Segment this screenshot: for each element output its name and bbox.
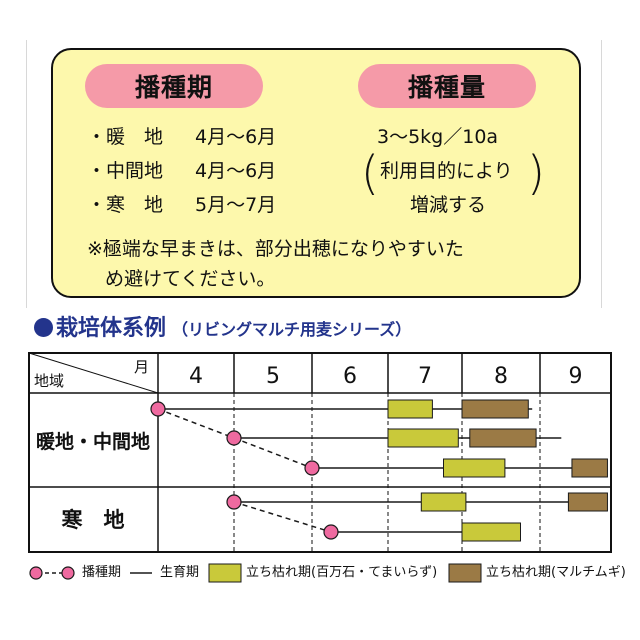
left-paren: (	[361, 146, 379, 200]
sowing-amount-value: 3～5kg／10a	[377, 126, 499, 148]
amount-note-line1: 利用目的により	[380, 160, 513, 182]
sowing-connector-line	[233, 437, 313, 469]
region-cold-name: ・寒 地	[87, 194, 164, 216]
corner-region-label: 地域	[34, 372, 64, 390]
legend: 播種期 生育期 立ち枯れ期(百万石・てまいらず) 立ち枯れ期(マルチムギ)	[28, 562, 628, 586]
growth-legend-icon	[130, 572, 152, 574]
sowing-marker	[226, 430, 242, 446]
sowing-period-title: 播種期	[85, 64, 263, 108]
schedule-row	[158, 399, 533, 419]
sowing-marker	[304, 460, 320, 476]
section-title-text: 栽培体系例	[56, 316, 167, 341]
region-warm-name: ・暖 地	[87, 126, 164, 148]
left-guide-line	[26, 40, 27, 308]
bullet-icon	[34, 318, 53, 337]
hyakuman-withering-bar	[461, 522, 521, 542]
maruchi-withering-bar	[567, 492, 608, 512]
month-header-label: 4	[189, 364, 203, 389]
table-frame	[28, 352, 612, 553]
group-label-warm-middle: 暖地・中間地	[36, 430, 150, 453]
hyakuman-legend-icon	[208, 563, 242, 583]
hyakuman-withering-bar	[387, 399, 433, 419]
sowing-connector-line	[157, 408, 235, 439]
maruchi-withering-bar	[469, 428, 537, 448]
legend-hyakuman-label: 立ち枯れ期(百万石・てまいらず)	[246, 565, 438, 580]
legend-sowing-label: 播種期	[82, 565, 122, 580]
maruchi-legend-icon	[448, 563, 482, 583]
sowing-legend-icon	[29, 566, 75, 580]
schedule-row	[233, 437, 608, 478]
schedule-rows	[150, 399, 608, 542]
sowing-marker	[323, 524, 339, 540]
note-line2: め避けてください。	[105, 268, 276, 290]
region-middle-period: 4月～6月	[195, 160, 277, 182]
hyakuman-withering-bar	[420, 492, 467, 512]
maruchi-withering-bar	[571, 458, 608, 478]
month-header-label: 6	[343, 364, 357, 389]
note-line1: ※極端な早まきは、部分出穂になりやすいた	[87, 238, 464, 260]
month-header-label: 7	[418, 364, 432, 389]
sowing-info-box: 播種期 播種量 ・暖 地 4月～6月 ・中間地 4月～6月 ・寒 地 5月～7月…	[51, 48, 581, 298]
region-middle-name: ・中間地	[87, 160, 164, 182]
section-title: 栽培体系例 （リビングマルチ用麦シリーズ）	[34, 310, 411, 342]
legend-growth-label: 生育期	[160, 565, 200, 580]
amount-note-line2: 増減する	[410, 194, 487, 216]
hyakuman-withering-bar	[387, 428, 459, 448]
group-label-cold: 寒 地	[62, 508, 125, 532]
legend-maruchi-label: 立ち枯れ期(マルチムギ)	[486, 565, 626, 580]
sowing-marker	[226, 494, 242, 510]
sowing-connector-line	[233, 501, 332, 533]
corner-diagonal	[28, 352, 159, 394]
right-paren: )	[527, 146, 545, 200]
section-subtitle: （リビングマルチ用麦シリーズ）	[172, 320, 412, 339]
corner-month-label: 月	[134, 358, 149, 376]
region-warm-period: 4月～6月	[195, 126, 277, 148]
hyakuman-withering-bar	[443, 458, 506, 478]
month-grid: 4 5 6 7 8 9	[189, 353, 583, 552]
month-header-label: 8	[494, 364, 508, 389]
sowing-marker	[150, 401, 166, 417]
maruchi-withering-bar	[461, 399, 529, 419]
schedule-row	[234, 492, 608, 512]
right-guide-line	[601, 40, 602, 308]
month-header-label: 5	[266, 364, 280, 389]
schedule-row	[157, 408, 562, 448]
schedule-row	[233, 501, 521, 542]
month-header-label: 9	[569, 364, 583, 389]
region-cold-period: 5月～7月	[195, 194, 277, 216]
sowing-amount-title: 播種量	[358, 64, 536, 108]
